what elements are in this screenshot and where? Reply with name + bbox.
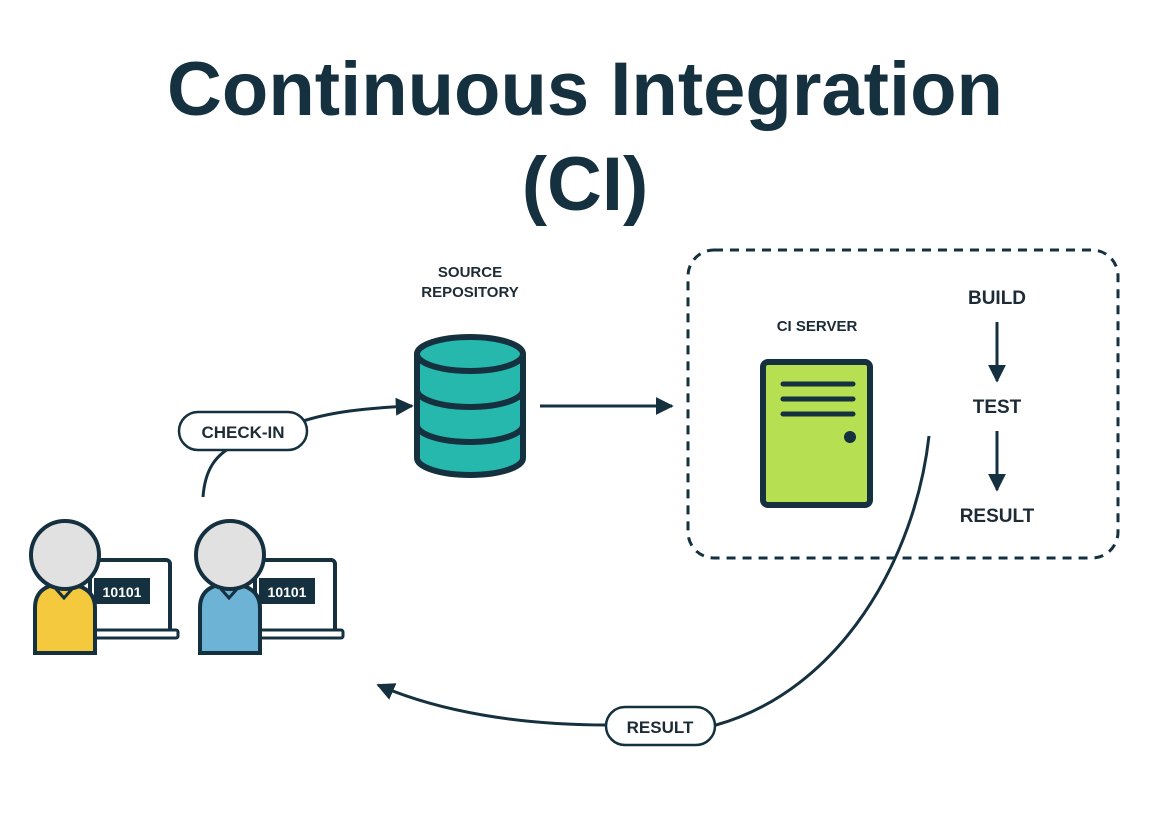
check-in-bubble: CHECK-IN bbox=[177, 410, 309, 452]
source-repository-label-line1: SOURCE bbox=[438, 264, 502, 281]
result-bubble-label: RESULT bbox=[627, 718, 694, 737]
ci-server-label: CI SERVER bbox=[777, 318, 858, 335]
developer-yellow-avatar: 10101 bbox=[29, 519, 180, 655]
server-icon bbox=[760, 359, 873, 508]
laptop-binary-text-2: 10101 bbox=[268, 584, 307, 600]
diagram-title: Continuous Integration bbox=[167, 47, 1003, 132]
developer-blue-avatar: 10101 bbox=[194, 519, 345, 655]
result-bubble: RESULT bbox=[604, 705, 717, 747]
pipeline-build: BUILD bbox=[968, 288, 1026, 309]
laptop-binary-text-1: 10101 bbox=[103, 584, 142, 600]
database-icon bbox=[414, 334, 526, 478]
diagram-subtitle: (CI) bbox=[521, 142, 649, 227]
source-repository-label-line2: REPOSITORY bbox=[421, 284, 519, 301]
result-return-arrow bbox=[376, 435, 931, 727]
pipeline-result: RESULT bbox=[960, 506, 1035, 527]
check-in-label: CHECK-IN bbox=[201, 423, 284, 442]
pipeline-test: TEST bbox=[973, 397, 1022, 418]
ci-boundary bbox=[686, 248, 1120, 560]
